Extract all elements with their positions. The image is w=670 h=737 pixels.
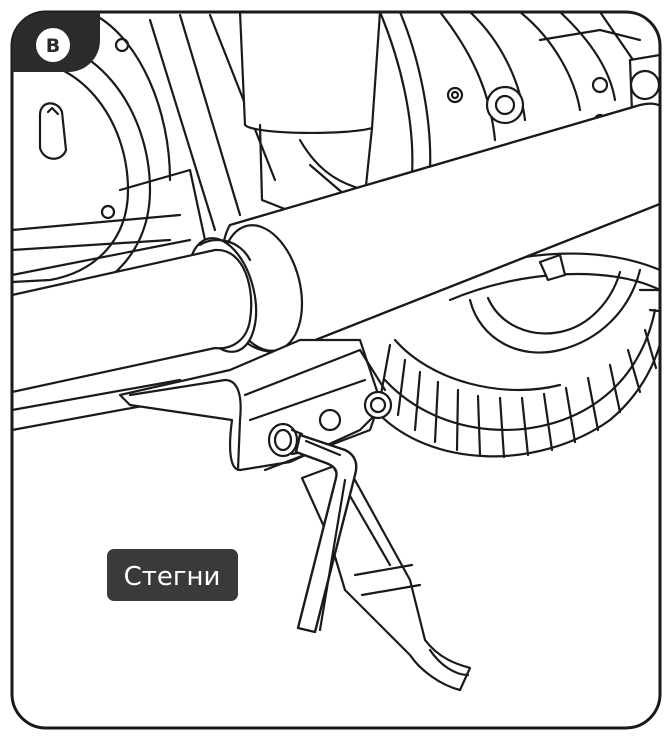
rear-frame xyxy=(12,13,277,252)
step-label: B xyxy=(46,35,60,57)
allen-key-icon xyxy=(294,433,358,634)
callout-tighten: Стегни xyxy=(107,549,238,601)
bolt-icon xyxy=(363,390,393,420)
callout-label: Стегни xyxy=(124,562,221,592)
left-axle-cap xyxy=(38,102,68,160)
crossbar-tube xyxy=(12,238,253,432)
panel-border xyxy=(10,10,662,730)
step-badge: B xyxy=(12,12,100,72)
right-flywheel-top xyxy=(378,12,660,177)
